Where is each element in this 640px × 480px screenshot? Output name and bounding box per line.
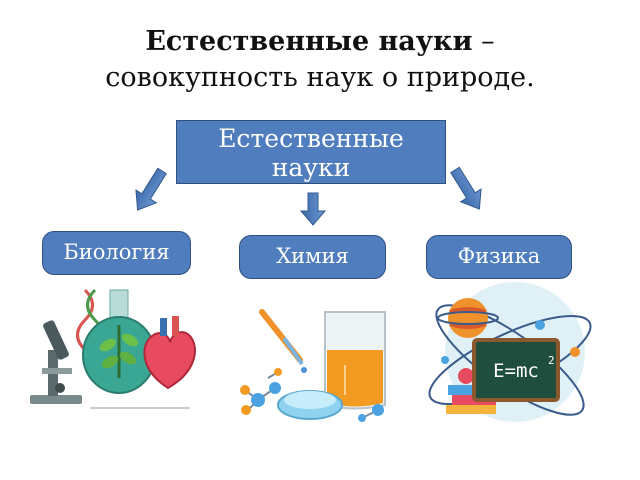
node-chemistry-label: Химия — [276, 244, 349, 268]
biology-illustration — [22, 281, 204, 421]
beaker-icon — [324, 311, 386, 410]
root-label-line1: Естественные — [218, 124, 404, 153]
arrow-to-chemistry — [299, 192, 327, 226]
flask-icon — [82, 289, 156, 394]
formula-text: E=mc — [493, 360, 539, 382]
title-bold: Естественные науки — [145, 26, 473, 57]
title-line2: совокупность наук о природе. — [105, 62, 535, 93]
chalkboard-icon: E=mc 2 — [472, 338, 560, 402]
root-label-line2: науки — [271, 153, 351, 182]
arrow-to-biology — [135, 167, 167, 211]
node-physics-label: Физика — [457, 244, 541, 268]
microscope-icon — [30, 320, 82, 404]
node-chemistry: Химия — [239, 235, 386, 279]
pipette-icon — [259, 309, 307, 373]
node-biology: Биология — [42, 231, 191, 275]
node-biology-label: Биология — [63, 240, 170, 264]
molecule-icon — [240, 368, 384, 422]
page-title: Естественные науки – совокупность наук о… — [0, 24, 640, 96]
heart-icon — [143, 316, 196, 390]
planet-icon — [437, 298, 499, 338]
physics-illustration: E=mc 2 — [428, 282, 592, 422]
root-node: Естественные науки — [176, 120, 446, 184]
formula-superscript: 2 — [548, 354, 555, 367]
petri-dish-icon — [277, 390, 343, 420]
chemistry-illustration — [240, 309, 386, 422]
node-physics: Физика — [426, 235, 572, 279]
title-dash: – — [472, 26, 495, 57]
arrow-to-physics — [450, 166, 482, 210]
